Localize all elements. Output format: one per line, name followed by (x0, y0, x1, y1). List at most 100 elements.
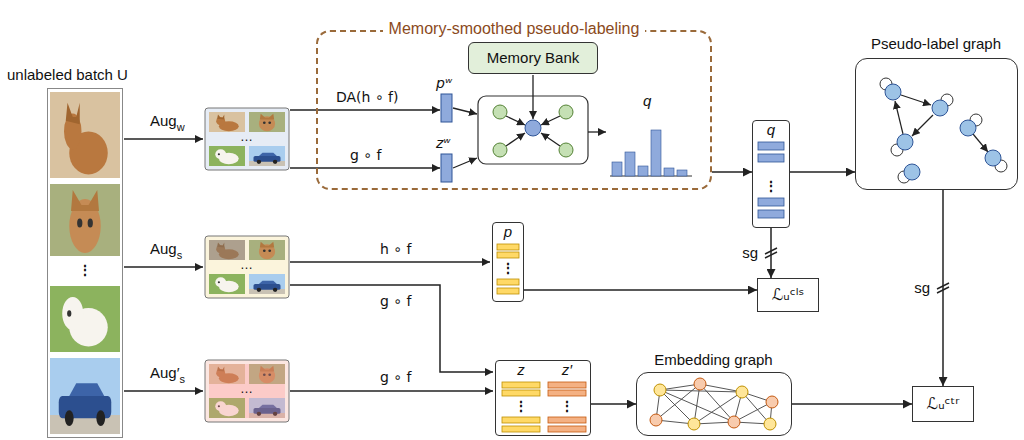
histogram-bar (625, 152, 635, 176)
graph-edge (895, 101, 903, 134)
dog-photo (209, 146, 245, 166)
node-text: ℒᵤᶜˡˢ (772, 285, 805, 305)
cat-photo (249, 240, 285, 260)
dog-photo (50, 286, 120, 352)
node-text-part: ⋮ (78, 262, 92, 278)
aug-arrow (124, 138, 203, 140)
graph-node (932, 100, 948, 116)
vector-bar (502, 390, 540, 396)
car-photo (249, 146, 285, 166)
subscript: s (180, 373, 186, 386)
graph-node (897, 134, 913, 150)
node-text-part: q (643, 92, 651, 110)
aug-arrow (124, 266, 203, 268)
vector-bar (548, 390, 586, 396)
node-text-part: pʷ (436, 74, 452, 92)
cat-photo (249, 112, 285, 132)
graph-arrow (588, 131, 606, 132)
node-text: Memory-smoothed pseudo-labeling (383, 19, 646, 38)
graph-node (559, 105, 573, 119)
stop-gradient-mark (937, 287, 949, 293)
node-text: Memory Bank (487, 49, 580, 67)
vector-bar (758, 210, 784, 218)
cat-photo (209, 240, 245, 260)
graph-node (559, 143, 573, 157)
vector-bar (548, 382, 586, 388)
connector-arrow (712, 171, 752, 173)
node-text: ℒᵤᶜᵗʳ (927, 394, 960, 414)
image-column: unlabeled batch U⋮ (47, 88, 123, 438)
histogram-bar (651, 130, 661, 176)
graph-node (885, 84, 901, 100)
histogram-bar (677, 170, 687, 176)
node-text-part: ⋮ (501, 260, 515, 276)
histogram-bar (664, 168, 674, 176)
node-text: q (767, 121, 775, 139)
embedding-edges (656, 384, 772, 424)
node-text: z (517, 361, 525, 379)
vector-box: p⋮ (492, 222, 524, 302)
memory-bank-box: Memory Bank (468, 42, 598, 74)
car-photo (50, 358, 120, 434)
vector-bar (497, 279, 519, 285)
vector-bar (758, 198, 784, 206)
function-label: g ∘ f (380, 292, 411, 310)
function-label: h ∘ f (380, 240, 411, 258)
subscript: s (177, 249, 183, 262)
vector-bar (502, 426, 540, 432)
graph-node (728, 416, 740, 428)
vector-bar (548, 426, 586, 432)
vector-bar (497, 244, 519, 250)
graph-edge (506, 116, 525, 125)
branch-arrow (453, 158, 477, 168)
node-text-part: z′ (562, 361, 572, 379)
connector-arrow (790, 171, 855, 173)
edge-label: sg (740, 244, 760, 262)
vector-bar (441, 94, 452, 122)
weak-view-grid (205, 108, 289, 170)
vector-bar (502, 417, 540, 423)
node-text: unlabeled batch U (7, 66, 128, 84)
vector-box: zz′⋮⋮ (495, 360, 591, 436)
vector-box: q⋮ (752, 120, 790, 228)
vector-bar (758, 142, 784, 150)
node-text-part: ⋮ (764, 178, 778, 194)
vector-bar (441, 154, 452, 182)
graph-node (650, 414, 662, 426)
cat-photo (50, 184, 120, 256)
strong-view-grid (205, 360, 289, 422)
graph-edge (506, 133, 525, 146)
module-region: Memory-smoothed pseudo-labelingDA(h ∘ f)… (316, 30, 712, 190)
graph-edge (901, 95, 931, 105)
pink-tint (209, 364, 285, 418)
connector-arrow (792, 403, 912, 405)
vector-bar (758, 154, 784, 162)
ellipsis: … (240, 131, 253, 143)
dog-photo (209, 274, 245, 294)
ellipsis: … (240, 383, 253, 395)
graph-edge (973, 134, 988, 152)
cat-photo (50, 92, 120, 178)
graph-edge (541, 133, 560, 146)
graph-node (764, 418, 776, 430)
augmentation-label: Aug′ (150, 364, 180, 382)
aug-arrow (124, 390, 203, 392)
node-text-part: zʷ (436, 134, 451, 152)
graph-edge (912, 115, 933, 136)
stop-gradient-mark (765, 252, 777, 258)
function-label: g ∘ f (380, 368, 411, 386)
graph-node (736, 386, 748, 398)
connector-arrow (770, 228, 772, 278)
gray-tint (209, 240, 245, 260)
graph-node (985, 150, 1001, 166)
graph-panel: Pseudo-label graph (855, 58, 1018, 190)
graph-node (525, 120, 541, 136)
node-text: Embedding graph (654, 351, 772, 369)
branch-arrow (290, 167, 440, 169)
subscript: w (177, 121, 185, 134)
vector-bar (497, 252, 519, 258)
ellipsis: … (240, 259, 253, 271)
node-text-part: ⋮ (514, 398, 528, 414)
graph-node (493, 143, 507, 157)
